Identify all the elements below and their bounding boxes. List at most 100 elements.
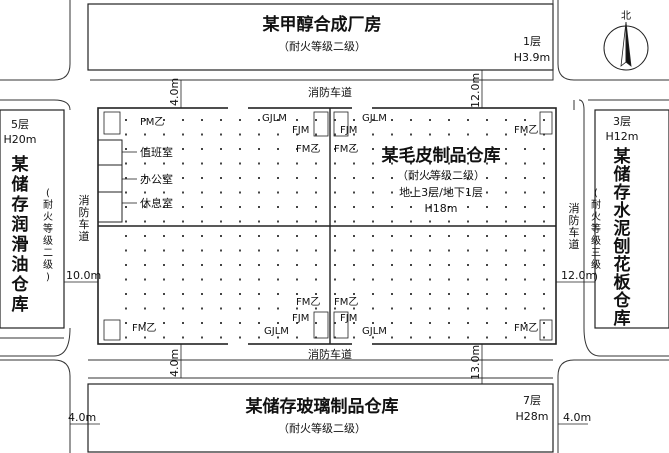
left-building-fire-char: 火 [43, 211, 53, 223]
road-right-char: 车 [569, 225, 580, 239]
left-building-name-char: 滑 [12, 235, 29, 255]
left-building-name-char: 仓 [11, 274, 30, 295]
north-arrow: 北 [603, 10, 649, 71]
left-building-fire-char: ( [46, 188, 50, 199]
left-building-name-char: 润 [12, 214, 29, 235]
stair-blocks [103, 111, 553, 341]
column-grid [125, 119, 545, 339]
dim-left: 10.0m [66, 269, 101, 282]
left-building-name-char: 储 [12, 174, 29, 195]
right-building-fire-char: 级 [591, 259, 601, 271]
road-left-char: 防 [79, 205, 90, 219]
right-building-height: H12m [606, 130, 639, 143]
left-building-fire-char: 等 [43, 222, 53, 235]
top-building-name: 某甲醇合成厂房 [263, 14, 382, 35]
bottom-building-outline [87, 383, 554, 453]
door-fm-bottom-mid-1: FM乙 [296, 296, 320, 308]
right-building-name-char: 水 [614, 200, 632, 221]
door-fm-bottom-left: FM乙 [132, 322, 156, 334]
left-building-height: H20m [4, 133, 37, 146]
door-fm-top-left: FM乙 [140, 116, 164, 128]
road-right-label: 消防车道 [569, 201, 580, 251]
road-left-label: 消防车道 [79, 193, 90, 243]
left-building-floors: 5层 [11, 118, 29, 131]
door-fjm-bottom-2: FJM [340, 313, 357, 324]
dim-bottom-right: 13.0m [469, 345, 482, 380]
door-gjlm-bottom-1: GJLM [264, 326, 289, 337]
door-fm-top-right: FM乙 [514, 124, 538, 136]
north-label: 北 [621, 10, 631, 22]
left-building-outline [0, 109, 65, 329]
right-building-name-char: 存 [614, 182, 631, 203]
right-building-name-char: 泥 [614, 218, 631, 239]
left-building-fire: (耐火等级二级) [43, 188, 53, 283]
door-gjlm-bottom-2: GJLM [362, 326, 387, 337]
door-gjlm-top-2: GJLM [362, 113, 387, 124]
door-fm-top-mid-2: FM乙 [334, 143, 358, 155]
door-fjm-top-1: FJM [292, 125, 309, 136]
road-left-char: 道 [79, 229, 90, 243]
road-right-char: 消 [569, 201, 580, 215]
left-building-name-char: 某 [12, 154, 29, 175]
top-building-floors: 1层 [523, 35, 541, 48]
office-block [97, 139, 123, 223]
left-building-fire-char: 级 [43, 235, 53, 247]
bottom-building-fire: （耐火等级二级） [278, 421, 366, 435]
right-building-fire-char: 火 [591, 211, 601, 223]
left-building-name-char: 库 [12, 294, 29, 315]
right-building-fire-char: 耐 [591, 198, 601, 211]
road-right-char: 道 [569, 237, 580, 251]
door-gjlm-top-1: GJLM [262, 113, 287, 124]
door-fm-bottom-mid-2: FM乙 [334, 296, 358, 308]
right-building-fire-char: 级 [591, 235, 601, 247]
left-building-fire-char: 耐 [43, 198, 53, 211]
right-building-name-char: 库 [614, 308, 631, 329]
right-building-outline [594, 109, 669, 329]
main-warehouse-height: H18m [425, 202, 458, 215]
bottom-building-name: 某储存玻璃制品仓库 [246, 396, 399, 417]
bottom-building-floors: 7层 [523, 394, 541, 407]
top-building-fire: （耐火等级二级） [278, 39, 366, 53]
left-building-fire-char: 二 [43, 248, 53, 259]
door-fm-top-mid-1: FM乙 [296, 143, 320, 155]
right-building-name-char: 储 [614, 164, 631, 185]
main-warehouse-floors: 地上3层/地下1层 [399, 186, 483, 199]
right-building-name-char: 花 [614, 254, 631, 275]
dimension-lines [64, 70, 595, 425]
room-office: 办公室 [140, 172, 173, 186]
road-bottom-label: 消防车道 [308, 347, 352, 361]
room-duty: 值班室 [140, 145, 173, 159]
main-warehouse [97, 106, 557, 346]
door-fjm-bottom-1: FJM [292, 313, 309, 324]
left-building-name-char: 油 [12, 254, 29, 275]
main-warehouse-fire: （耐火等级二级） [397, 168, 485, 182]
right-building-fire-char: 等 [591, 222, 601, 235]
road-top-label: 消防车道 [308, 85, 352, 99]
dim-top-right: 12.0m [469, 73, 482, 108]
road-left-char: 车 [79, 217, 90, 231]
left-building-fire-char: 级 [43, 259, 53, 271]
bottom-building-height: H28m [516, 410, 549, 423]
right-building-fire-char: 三 [591, 248, 601, 259]
right-building-fire-char: ( [594, 188, 598, 199]
dim-bottom-left: 4.0m [168, 349, 181, 377]
right-building-name-char: 刨 [613, 236, 631, 257]
main-warehouse-name: 某毛皮制品仓库 [382, 145, 501, 166]
right-building-floors: 3层 [613, 115, 631, 128]
room-rest: 休息室 [140, 196, 173, 210]
road-right-char: 防 [569, 213, 580, 227]
right-building-name-char: 某 [614, 146, 631, 167]
dim-corner-left: 4.0m [68, 411, 96, 424]
right-building-name-char: 板 [614, 272, 632, 293]
top-building-outline [87, 3, 554, 71]
right-building-name-char: 仓 [613, 290, 632, 311]
left-building-fire-char: ) [46, 272, 50, 283]
left-building-name-char: 存 [12, 194, 29, 215]
dim-right: 12.0m [561, 269, 596, 282]
road-left-char: 消 [79, 193, 90, 207]
